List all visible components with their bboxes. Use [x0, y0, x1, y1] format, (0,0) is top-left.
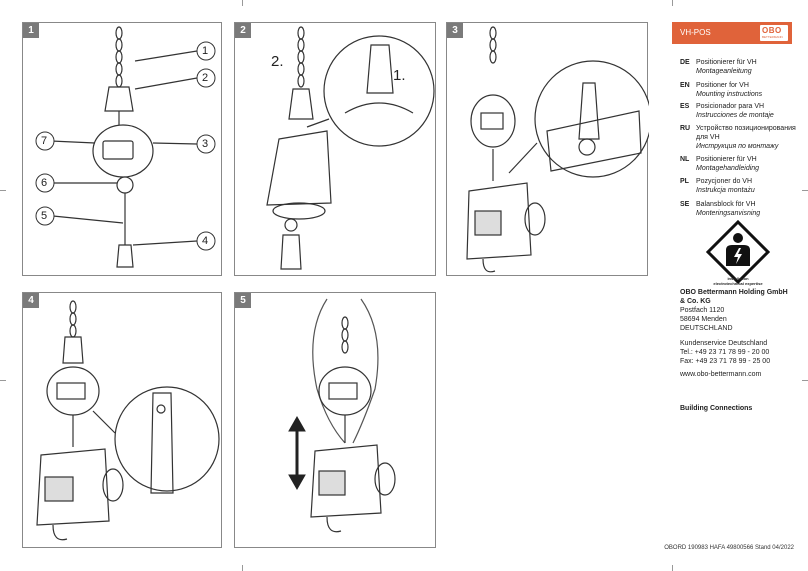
housing-icon — [470, 94, 516, 148]
step-label-1: 1. — [393, 67, 406, 84]
crop-mark — [802, 190, 808, 191]
callout-2: 2 — [202, 72, 209, 84]
installed-positioner-illustration — [36, 300, 220, 541]
sidebar: VH-POS OBO BETTERMANN — [672, 22, 792, 44]
housing-icon — [46, 366, 100, 416]
chain-icon — [69, 300, 77, 338]
housing-icon — [318, 366, 372, 416]
carabiner-detail-icon — [366, 44, 394, 94]
callout-4: 4 — [202, 235, 209, 247]
junction-box-icon — [310, 444, 382, 518]
zoom-detail-circle — [114, 386, 220, 492]
product-title: VH-POS — [680, 28, 711, 37]
chain-icon — [489, 26, 497, 64]
brand-tagline: Building Connections — [680, 405, 753, 412]
panel-5: 5 — [234, 292, 436, 548]
step-label-2: 2. — [271, 53, 284, 70]
panel-2: 2 2. 1. — [234, 22, 436, 276]
crop-mark — [802, 380, 808, 381]
callout-6: 6 — [41, 177, 48, 189]
panel-number: 2 — [235, 23, 251, 38]
panel-number: 4 — [23, 293, 39, 308]
callout-3: 3 — [202, 138, 209, 150]
panel-number: 5 — [235, 293, 251, 308]
carabiner-icon — [62, 336, 84, 364]
document-code: OBORD 190983 HAFA 49800566 Stand 04/2022 — [664, 545, 794, 551]
customer-service: Kundenservice Deutschland Tel.: +49 23 7… — [680, 340, 771, 365]
zoom-detail-circle — [534, 60, 649, 178]
panel-4: 4 — [22, 292, 222, 548]
hook-icon — [116, 244, 134, 268]
crop-mark — [0, 380, 6, 381]
panel-3: 3 — [446, 22, 649, 276]
panel-number: 1 — [23, 23, 39, 38]
callout-5: 5 — [41, 210, 48, 222]
crop-mark — [672, 565, 673, 571]
emblem-caption: installation electrotechnical expertise — [713, 276, 763, 286]
chain-icon — [297, 26, 305, 88]
socket-icon — [318, 470, 346, 496]
housing-icon — [92, 124, 154, 178]
website-link[interactable]: www.obo-bettermann.com — [680, 371, 762, 378]
crop-mark — [0, 190, 6, 191]
carabiner-icon — [104, 86, 134, 112]
product-header: VH-POS OBO BETTERMANN — [672, 22, 792, 44]
mounting-on-box-illustration — [466, 26, 649, 273]
crop-mark — [672, 0, 673, 6]
housing-icon — [266, 130, 332, 206]
chain-icon — [115, 26, 123, 88]
carabiner-detail-icon — [578, 82, 600, 140]
zoom-detail-circle — [323, 35, 435, 147]
callout-7: 7 — [41, 135, 48, 147]
panel-number: 3 — [447, 23, 463, 38]
chain-icon — [341, 316, 349, 354]
electrician-emblem-icon — [706, 220, 770, 284]
socket-icon — [474, 210, 502, 236]
height-adjustment-illustration — [288, 298, 396, 533]
obo-logo: OBO BETTERMANN — [760, 25, 788, 41]
carabiner-detail-illustration — [266, 26, 435, 270]
callout-1: 1 — [202, 45, 209, 57]
socket-icon — [44, 476, 74, 502]
carabiner-icon — [288, 88, 314, 120]
balancer-parts-illustration — [35, 26, 216, 268]
crop-mark — [242, 0, 243, 6]
up-down-arrow-icon — [288, 415, 306, 491]
company-address: OBO Bettermann Holding GmbH & Co. KG Pos… — [680, 288, 800, 333]
panel-1: 1 1 — [22, 22, 222, 276]
hook-icon — [280, 234, 302, 270]
company-name: OBO Bettermann Holding GmbH & Co. KG — [680, 289, 788, 305]
crop-mark — [242, 565, 243, 571]
